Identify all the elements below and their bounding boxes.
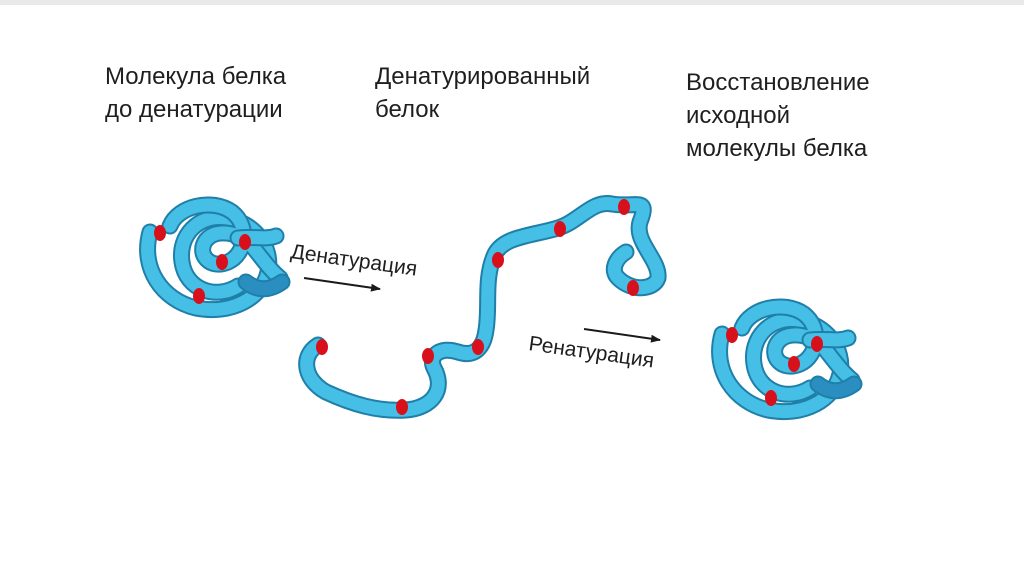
native-protein-globule (148, 205, 282, 310)
renaturation-label: Ренатурация (527, 332, 655, 372)
native-chain (148, 205, 282, 310)
bond-marker (216, 254, 228, 270)
bond-marker (811, 336, 823, 352)
renaturation-arrow: Ренатурация (527, 329, 660, 373)
bond-marker (554, 221, 566, 237)
denaturation-arrow: Денатурация (289, 240, 418, 289)
bond-marker (239, 234, 251, 250)
bond-marker (618, 199, 630, 215)
bond-marker (396, 399, 408, 415)
bond-marker (492, 252, 504, 268)
bond-marker (154, 225, 166, 241)
bond-marker (316, 339, 328, 355)
bond-marker (788, 356, 800, 372)
denaturation-label: Денатурация (289, 240, 418, 280)
denatured-protein-chain (307, 199, 658, 415)
bond-marker (627, 280, 639, 296)
bond-marker (765, 390, 777, 406)
denatured-bond-markers (316, 199, 639, 415)
bond-marker (726, 327, 738, 343)
restored-chain (720, 307, 854, 412)
bond-marker (422, 348, 434, 364)
renaturation-arrow-line (584, 329, 660, 340)
bond-marker (193, 288, 205, 304)
bond-marker (472, 339, 484, 355)
denaturation-arrow-line (304, 278, 380, 289)
restored-protein-globule (720, 307, 854, 412)
